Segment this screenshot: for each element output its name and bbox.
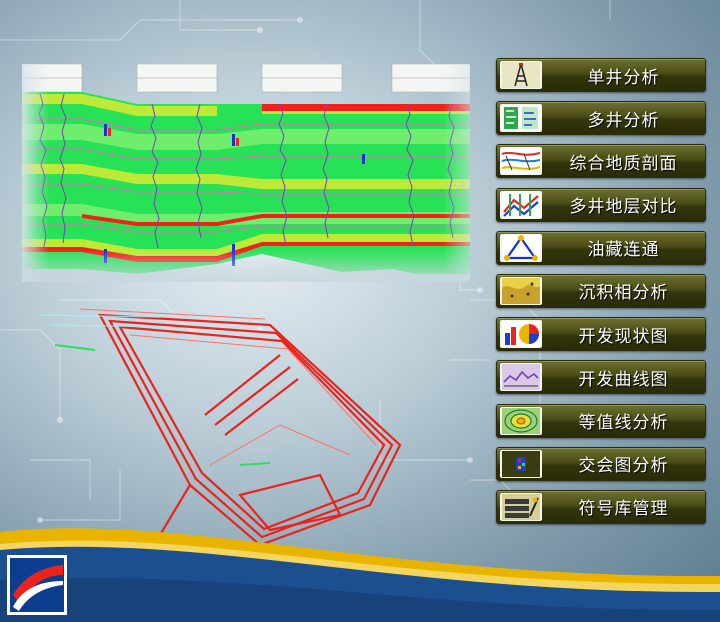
multi-well-log-icon <box>500 104 542 133</box>
footer-swoosh <box>0 528 720 622</box>
fault-network-graphic <box>40 308 402 573</box>
sedimentary-facies-map-icon <box>500 276 542 305</box>
menu-label: 开发曲线图 <box>578 369 669 390</box>
menu-label: 单井分析 <box>587 67 660 88</box>
geologic-section-graphic <box>22 64 470 282</box>
menu-label: 等值线分析 <box>578 413 669 433</box>
function-menu: 单井分析 多井分析 <box>496 58 706 533</box>
crossplot-icon <box>500 449 542 478</box>
geologic-section-icon <box>500 147 542 176</box>
contour-map-icon <box>500 406 542 435</box>
menu-button-contour-analysis[interactable]: 等值线分析 <box>496 403 706 438</box>
menu-button-geologic-section[interactable]: 综合地质剖面 <box>496 144 706 179</box>
menu-label: 油藏连通 <box>587 240 660 261</box>
menu-label: 开发现状图 <box>578 326 669 347</box>
symbol-library-icon <box>500 492 542 521</box>
menu-button-reservoir-connectivity[interactable]: 油藏连通 <box>496 230 706 265</box>
well-derrick-icon <box>500 61 542 89</box>
menu-label: 综合地质剖面 <box>569 153 678 174</box>
pie-bar-chart-icon <box>500 320 542 349</box>
menu-button-sedimentary-facies[interactable]: 沉积相分析 <box>496 273 706 308</box>
stratigraphic-correlation-icon <box>500 190 542 219</box>
menu-button-development-curve[interactable]: 开发曲线图 <box>496 360 706 395</box>
company-logo <box>7 555 67 615</box>
menu-label: 多井地层对比 <box>569 197 678 218</box>
menu-button-stratigraphic-correlation[interactable]: 多井地层对比 <box>496 187 706 222</box>
menu-label: 多井分析 <box>587 110 660 131</box>
menu-button-single-well[interactable]: 单井分析 <box>496 58 706 92</box>
menu-button-crossplot-analysis[interactable]: 交会图分析 <box>496 446 706 481</box>
menu-button-development-status[interactable]: 开发现状图 <box>496 317 706 352</box>
production-curve-icon <box>500 363 542 392</box>
menu-label: 沉积相分析 <box>578 283 669 304</box>
reservoir-connectivity-icon <box>500 233 542 262</box>
menu-label: 交会图分析 <box>578 456 669 477</box>
menu-button-multi-well[interactable]: 多井分析 <box>496 101 706 136</box>
menu-label: 符号库管理 <box>578 499 669 520</box>
menu-button-symbol-library[interactable]: 符号库管理 <box>496 489 706 524</box>
